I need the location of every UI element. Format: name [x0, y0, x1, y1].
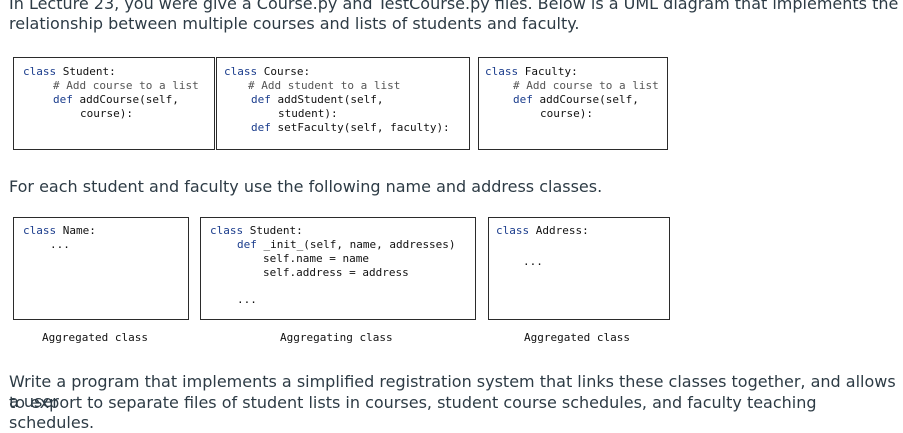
- keyword: class: [23, 65, 57, 78]
- faculty-class-decl: class Faculty:: [485, 65, 578, 79]
- name-ellipsis: ...: [50, 238, 70, 251]
- uml-address-box: class Address: ...: [488, 217, 670, 320]
- student2-init-def: def _init_(self, name, addresses): [237, 238, 456, 252]
- course-method-def-2: def setFaculty(self, faculty):: [251, 121, 450, 135]
- method-signature: addCourse(self,: [532, 93, 639, 106]
- course-method-cont: student):: [278, 107, 338, 120]
- name-box-caption: Aggregated class: [42, 331, 148, 344]
- address-class-decl: class Address:: [496, 224, 589, 238]
- name-class-decl: class Name:: [23, 224, 96, 238]
- method-signature: _init_(self, name, addresses): [256, 238, 456, 251]
- outro-line-1: Write a program that implements a simpli…: [9, 372, 896, 411]
- course-class-decl: class Course:: [224, 65, 310, 79]
- method-signature: addCourse(self,: [72, 93, 179, 106]
- keyword: def: [53, 93, 73, 106]
- keyword: class: [210, 224, 244, 237]
- student2-ellipsis: ...: [237, 293, 257, 306]
- keyword: class: [485, 65, 519, 78]
- faculty-method-cont: course):: [540, 107, 593, 120]
- outro-line-2: to export to separate files of student l…: [9, 393, 817, 432]
- class-name: Address:: [529, 224, 589, 237]
- student-box-caption: Aggregating class: [280, 331, 393, 344]
- uml-faculty-box: class Faculty: # Add course to a list de…: [478, 57, 668, 150]
- student2-class-decl: class Student:: [210, 224, 303, 238]
- student-class-decl: class Student:: [23, 65, 116, 79]
- keyword: def: [251, 121, 271, 134]
- keyword: def: [237, 238, 257, 251]
- faculty-method-def: def addCourse(self,: [513, 93, 639, 107]
- class-name: Course:: [257, 65, 311, 78]
- intro-line-1: In Lecture 23, you were give a Course.py…: [9, 0, 899, 13]
- keyword: class: [224, 65, 258, 78]
- class-name: Student:: [243, 224, 303, 237]
- keyword: def: [251, 93, 271, 106]
- address-ellipsis: ...: [523, 255, 543, 268]
- student2-assign-address: self.address = address: [263, 266, 409, 279]
- student-method-def: def addCourse(self,: [53, 93, 179, 107]
- keyword: class: [496, 224, 530, 237]
- uml-student-box: class Student: # Add course to a list de…: [13, 57, 215, 150]
- student-method-cont: course):: [80, 107, 133, 120]
- uml-student-aggregating-box: class Student: def _init_(self, name, ad…: [200, 217, 476, 320]
- faculty-comment: # Add course to a list: [513, 79, 659, 92]
- intro-line-2: relationship between multiple courses an…: [9, 14, 580, 33]
- student2-assign-name: self.name = name: [263, 252, 369, 265]
- method-signature: addStudent(self,: [270, 93, 384, 106]
- keyword: def: [513, 93, 533, 106]
- address-box-caption: Aggregated class: [524, 331, 630, 344]
- keyword: class: [23, 224, 57, 237]
- class-name: Faculty:: [518, 65, 578, 78]
- student-comment: # Add course to a list: [53, 79, 199, 92]
- class-name: Student:: [56, 65, 116, 78]
- course-method-def-1: def addStudent(self,: [251, 93, 383, 107]
- uml-course-box: class Course: # Add student to a list de…: [216, 57, 470, 150]
- uml-name-box: class Name: ...: [13, 217, 189, 320]
- course-comment: # Add student to a list: [248, 79, 401, 92]
- class-name: Name:: [56, 224, 96, 237]
- method-signature: setFaculty(self, faculty):: [270, 121, 450, 134]
- mid-paragraph: For each student and faculty use the fol…: [9, 177, 603, 196]
